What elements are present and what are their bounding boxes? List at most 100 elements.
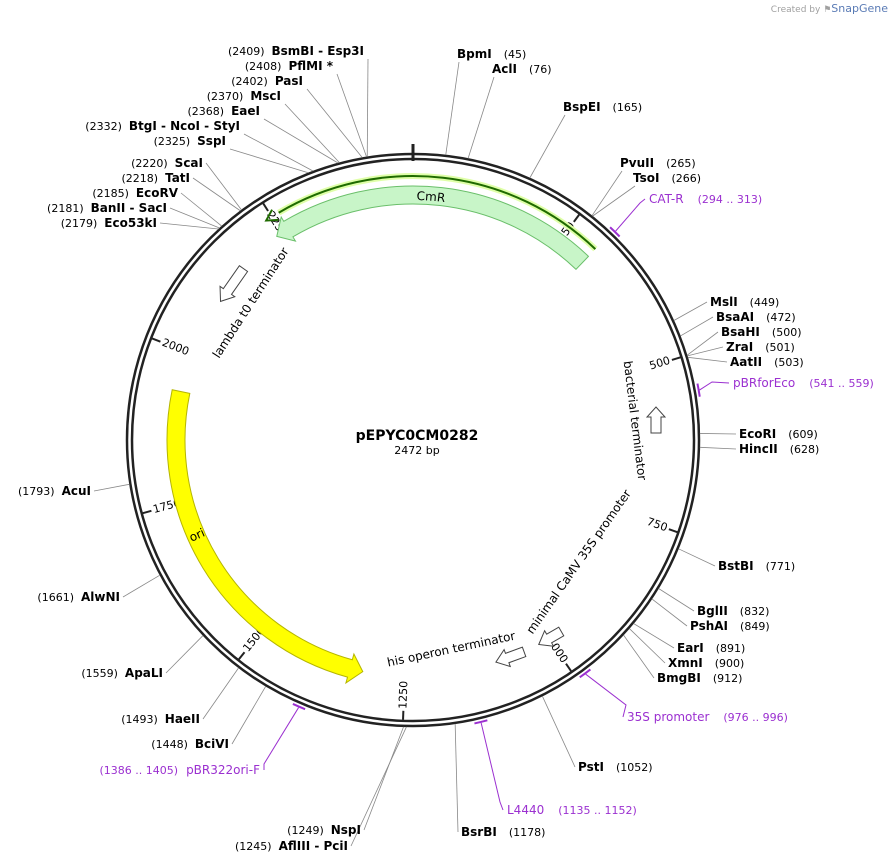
site-bglii-name: BglII	[697, 604, 728, 618]
primer-cat-r-leader	[615, 198, 646, 232]
site-bglii-leader	[658, 588, 695, 612]
site-bsmbi-esp3i-label: (2409)BsmBI - Esp3I	[228, 44, 364, 58]
site-bsahi-pos: (500)	[772, 326, 802, 339]
tick-mark	[565, 663, 572, 672]
site-eaei-pos: (2368)	[188, 105, 225, 118]
site-acli-pos: (76)	[529, 63, 552, 76]
site-bsrbi-leader	[454, 723, 459, 833]
site-scai-name: ScaI	[175, 156, 203, 170]
site-tsoi-label: TsoI(266)	[633, 171, 701, 185]
site-alwni-leader	[122, 574, 161, 598]
site-msli-pos: (449)	[750, 296, 780, 309]
site-sspi-name: SspI	[197, 134, 226, 148]
site-nspi-pos: (1249)	[287, 824, 324, 837]
site-scai-label: (2220) ScaI	[131, 156, 203, 170]
cmr-orf-arrowhead	[264, 209, 279, 222]
site-msli-leader	[673, 301, 708, 321]
site-psti-pos: (1052)	[616, 761, 653, 774]
primer-cat-r-mark	[609, 226, 621, 238]
site-hincii-leader	[699, 446, 737, 450]
site-haeii-pos: (1493)	[121, 713, 158, 726]
site-bsrbi-pos: (1178)	[509, 826, 546, 839]
site-bspei-label: BspEI(165)	[563, 100, 642, 114]
site-bcivi-leader	[231, 686, 267, 745]
site-bpmi-leader	[445, 61, 460, 155]
lambda-t0-terminator-label: lambda t0 terminator	[210, 245, 292, 361]
site-afliii-pcii-name: AflIII - PciI	[279, 839, 348, 853]
feature-cmr-arrow	[276, 185, 590, 271]
site-btgi-ncoi-styi-label: (2332)BtgI - NcoI - StyI	[85, 119, 240, 133]
bacterial-terminator-label: bacterial terminator	[621, 360, 650, 481]
feature-cmr-label-text: CmR	[416, 189, 446, 205]
site-bstbi-name: BstBI	[718, 559, 754, 573]
feature-cmr-label: CmR	[416, 189, 446, 205]
primer-pbrforeco-name: pBRforEco	[733, 376, 795, 390]
primer-cat-r-name: CAT-R	[649, 192, 684, 206]
primer-l4440-mark	[474, 719, 488, 725]
site-bpmi-label: BpmI(45)	[457, 47, 526, 61]
site-acli-leader	[467, 76, 495, 159]
plasmid-size: 2472 bp	[394, 444, 439, 457]
primer-pbr322ori-f-mark	[292, 703, 306, 711]
site-label-layer: BpmI(45)AclI(76)BspEI(165)PvuII(265)TsoI…	[18, 44, 819, 853]
site-afliii-pcii-label: (1245)AflIII - PciI	[235, 839, 348, 853]
site-aatii-leader	[687, 356, 728, 363]
site-scai-pos: (2220)	[131, 157, 168, 170]
site-ecorv-pos: (2185)	[92, 187, 129, 200]
site-psti-name: PstI	[578, 760, 604, 774]
primer-35s-promoter-range: (976 .. 996)	[723, 711, 788, 724]
site-ecori-leader	[699, 433, 737, 435]
tick-mark	[142, 509, 152, 515]
site-eari-leader	[633, 623, 675, 649]
site-bmgbi-label: BmgBI(912)	[657, 671, 742, 685]
site-bmgbi-leader	[623, 634, 655, 679]
tick-label: 500	[648, 354, 672, 373]
site-msli-label: MslI(449)	[710, 295, 779, 309]
site-psti-leader	[542, 696, 576, 768]
site-nspi-label: (1249)NspI	[287, 823, 361, 837]
site-pshai-leader	[651, 598, 688, 627]
tick-label: 2000	[160, 336, 191, 358]
site-bsaai-label: BsaAI (472)	[716, 310, 796, 324]
site-afliii-pcii-leader	[350, 726, 407, 847]
site-bsahi-name: BsaHI	[721, 325, 760, 339]
site-eari-name: EarI	[677, 641, 704, 655]
site-bmgbi-pos: (912)	[713, 672, 743, 685]
site-tsoi-name: TsoI	[633, 171, 659, 185]
tick-mark	[668, 528, 678, 534]
primer-pbr322ori-f-name: pBR322ori-F	[186, 763, 260, 777]
site-bspei-pos: (165)	[613, 101, 643, 114]
his-operon-terminator-arrow	[495, 646, 527, 668]
site-bstbi-leader	[678, 548, 716, 567]
site-pvuii-pos: (265)	[666, 157, 696, 170]
site-pasi-name: PasI	[275, 74, 303, 88]
site-btgi-ncoi-styi-leader	[243, 133, 314, 172]
site-bstbi-pos: (771)	[766, 560, 796, 573]
site-eaei-label: (2368)EaeI	[188, 104, 260, 118]
primer-cat-r-range: (294 .. 313)	[698, 193, 763, 206]
site-hincii-label: HincII(628)	[739, 442, 819, 456]
created-by-text: Created by	[770, 5, 821, 15]
primer-pbrforeco-mark	[696, 383, 701, 397]
site-hincii-pos: (628)	[790, 443, 820, 456]
site-bsahi-leader	[686, 331, 719, 356]
site-eco53ki-pos: (2179)	[61, 217, 98, 230]
bacterial-terminator-arrow-shape	[645, 406, 667, 434]
primer-pbr322ori-f-label: (1386 .. 1405)pBR322ori-F	[100, 763, 261, 777]
primer-l4440-range: (1135 .. 1152)	[558, 804, 637, 817]
snapgene-name: SnapGene	[831, 2, 888, 15]
site-apali-leader	[165, 635, 204, 674]
site-alwni-name: AlwNI	[81, 590, 120, 604]
feature-ori-arrow	[166, 389, 364, 685]
site-eco53ki-label: (2179)Eco53kI	[61, 216, 157, 230]
site-acui-pos: (1793)	[18, 485, 55, 498]
primer-l4440-label: L4440(1135 .. 1152)	[507, 803, 637, 817]
snapgene-logo-icon: ⚑	[823, 5, 832, 15]
site-bsaai-pos: (472)	[766, 311, 796, 324]
site-eari-pos: (891)	[716, 642, 746, 655]
site-aatii-pos: (503)	[774, 356, 804, 369]
site-bsaai-name: BsaAI	[716, 310, 754, 324]
bacterial-terminator-arrow	[645, 406, 667, 434]
site-banii-saci-label: (2181)BanII - SacI	[47, 201, 167, 215]
